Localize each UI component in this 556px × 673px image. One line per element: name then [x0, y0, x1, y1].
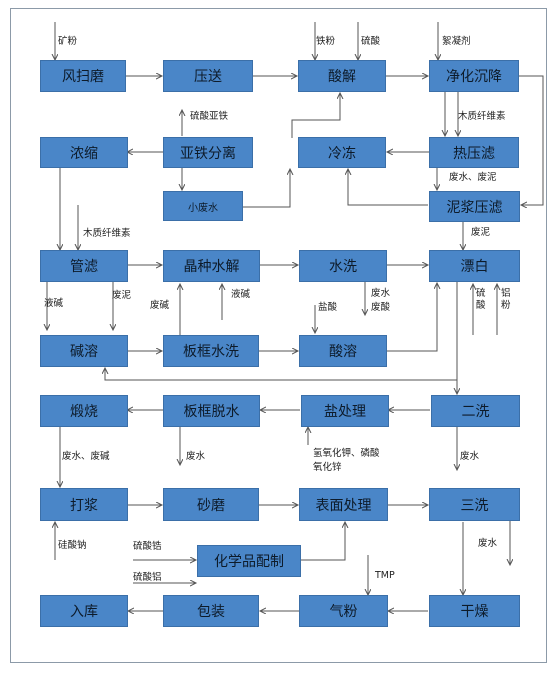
node-huaxuepin: 化学品配制	[197, 545, 301, 577]
label-yanghuaxin: 氧化锌	[313, 462, 342, 473]
node-jingzhong: 晶种水解	[163, 250, 260, 282]
label-liusuanyatie: 硫酸亚铁	[190, 111, 229, 122]
label-liusuan: 硫酸	[361, 36, 381, 47]
node-suanrong: 酸溶	[299, 335, 387, 367]
node-sanxi: 三洗	[429, 488, 520, 521]
node-jianrong: 碱溶	[40, 335, 128, 367]
edge-huaxuepin-biaomian	[300, 522, 345, 561]
label-feini2: 废泥	[112, 290, 132, 301]
label-feishui4: 废水	[478, 538, 498, 549]
node-jinghua: 净化沉降	[429, 60, 519, 92]
label-feishui1: 废水	[371, 288, 391, 299]
node-shamo: 砂磨	[163, 488, 259, 521]
label-muzhi2: 木质纤维素	[83, 228, 131, 239]
node-yasong: 压送	[163, 60, 253, 92]
label-muzhi1: 木质纤维素	[458, 111, 506, 122]
edge-jinghua-nijiang	[518, 75, 544, 205]
node-ganzao: 干燥	[429, 595, 520, 627]
label-liusuanlv: 硫酸铝	[133, 572, 162, 583]
label-liusuan-v: 硫酸	[476, 288, 486, 311]
node-xiaofeishui: 小废水	[163, 191, 243, 221]
node-dajiang: 打浆	[40, 488, 128, 521]
node-shuixi: 水洗	[299, 250, 387, 282]
node-yatie: 亚铁分离	[163, 137, 253, 168]
edge-suanrong-piaobai	[387, 283, 437, 352]
node-biaomian: 表面处理	[299, 488, 388, 521]
node-nijiang: 泥浆压滤	[429, 191, 520, 222]
label-liusuangao: 硫酸锆	[133, 541, 162, 552]
label-tmp: TMP	[375, 570, 395, 581]
node-ruku: 入库	[40, 595, 128, 627]
label-feisuan: 废酸	[371, 302, 391, 313]
label-feishui2: 废水	[186, 451, 206, 462]
label-feishui3: 废水	[460, 451, 480, 462]
node-nongsuo: 浓缩	[40, 137, 128, 168]
node-baozhuang: 包装	[163, 595, 259, 627]
node-fengsaomo: 风扫磨	[40, 60, 126, 92]
label-feishui-feijian: 废水、废碱	[62, 451, 110, 462]
node-suanjie: 酸解	[298, 60, 386, 92]
node-piaobai: 漂白	[429, 250, 520, 282]
edge-lengdong-suanjie	[291, 93, 340, 138]
label-feini1: 废泥	[471, 227, 491, 238]
label-kuangfen: 矿粉	[58, 36, 78, 47]
label-yansuan: 盐酸	[318, 302, 338, 313]
node-yanchuli: 盐处理	[301, 395, 389, 427]
label-yejian2: 液碱	[231, 289, 251, 300]
label-guisuanna: 硅酸钠	[58, 540, 87, 551]
node-erxi: 二洗	[431, 395, 520, 427]
label-qingyanghuajia: 氢氧化钾、磷酸	[313, 448, 380, 459]
label-feijian1: 废碱	[150, 300, 170, 311]
edge-xiaofeishui-lengdong	[243, 169, 290, 208]
node-qifen: 气粉	[299, 595, 388, 627]
label-tiefen: 铁粉	[316, 36, 336, 47]
node-guanlv: 管滤	[40, 250, 128, 282]
label-yejian1: 液碱	[44, 298, 64, 309]
node-reyalv: 热压滤	[429, 137, 519, 168]
label-lvfen-v: 铝粉	[501, 288, 511, 311]
node-lengdong: 冷冻	[298, 137, 386, 168]
node-bankuangshuixi: 板框水洗	[163, 335, 259, 367]
node-bankuangtuoshui: 板框脱水	[163, 395, 260, 427]
diagram-frame	[10, 8, 547, 663]
label-xuningji: 絮凝剂	[442, 36, 471, 47]
edge-nijiang-lengdong	[348, 169, 428, 206]
node-duanshao: 煅烧	[40, 395, 128, 427]
edge-return-jianrong	[105, 368, 457, 381]
label-feishui-feini: 废水、废泥	[449, 172, 497, 183]
